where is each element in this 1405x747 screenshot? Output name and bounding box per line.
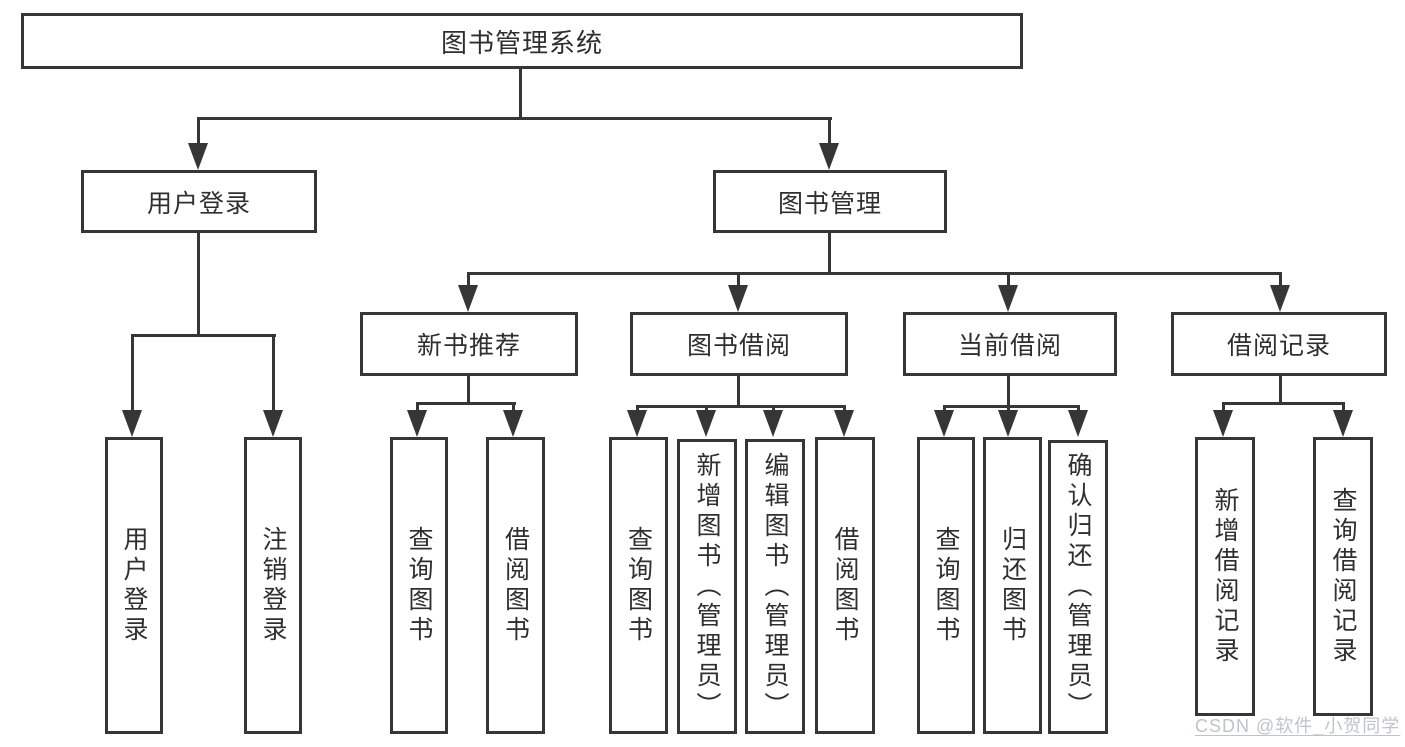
connector-borrow-record-stem <box>1279 272 1282 287</box>
node-new-book-recommend: 新书推荐 <box>360 312 578 376</box>
connector-bb-c4-stem <box>843 405 846 414</box>
leaf-query-books-current: 查询图书 <box>917 437 975 734</box>
leaf-user-login: 用户登录 <box>105 437 163 734</box>
leaf-edit-book-admin: 编辑图书（管理员） <box>745 439 805 734</box>
leaf-logout: 注销登录 <box>244 437 302 734</box>
connector-cb-c1-stem <box>943 405 946 414</box>
csdn-watermark: CSDN @软件_小贺同学 <box>1195 716 1401 736</box>
connector-new-rec-rail <box>416 402 516 405</box>
connector-nr-c2-stem <box>512 402 515 414</box>
connector-user-login-down <box>197 233 200 337</box>
arrow-down-bb-c4 <box>834 410 854 437</box>
connector-book-borrow-stem <box>737 272 740 287</box>
connector-new-rec-down <box>467 376 470 405</box>
connector-br-c1-stem <box>1222 402 1225 414</box>
connector-current-borrow-down <box>1007 376 1010 408</box>
arrow-down-bb-c1 <box>627 410 647 437</box>
arrow-down-nr-c2 <box>503 410 523 437</box>
node-borrow-records: 借阅记录 <box>1171 312 1387 376</box>
connector-bb-c1-stem <box>636 405 639 414</box>
connector-current-borrow-stem <box>1007 272 1010 287</box>
connector-user-login-rail <box>131 334 276 337</box>
connector-book-mgmt-stem <box>828 117 831 147</box>
arrow-down-current-borrow <box>998 285 1018 312</box>
connector-br-c2-stem <box>1342 402 1345 414</box>
arrow-down-cb-c1 <box>934 410 954 437</box>
connector-bb-c3-stem <box>772 405 775 414</box>
connector-borrow-record-down <box>1279 376 1282 405</box>
arrow-down-new-rec <box>458 285 478 312</box>
leaf-query-books-borrow: 查询图书 <box>609 437 668 734</box>
arrow-down-bb-c3 <box>763 410 783 437</box>
connector-root-stem <box>519 69 522 117</box>
connector-borrow-record-rail <box>1222 402 1345 405</box>
node-book-borrow: 图书借阅 <box>630 312 848 376</box>
connector-leaf-login-stem <box>131 334 134 412</box>
leaf-query-books-recommend: 查询图书 <box>390 437 448 734</box>
leaf-borrow-books: 借阅图书 <box>815 437 875 734</box>
connector-leaf-logout-stem <box>272 334 275 412</box>
arrow-down-leaf-login <box>122 410 142 437</box>
arrow-down-book-borrow <box>728 285 748 312</box>
arrow-down-cb-c3 <box>1068 410 1088 437</box>
connector-bb-c2-stem <box>705 405 708 414</box>
connector-level3-rail <box>467 272 1282 275</box>
connector-current-borrow-rail <box>943 405 1080 408</box>
node-user-login: 用户登录 <box>81 170 317 233</box>
arrow-down-bb-c2 <box>696 410 716 437</box>
connector-book-mgmt-down <box>828 233 831 275</box>
node-root: 图书管理系统 <box>21 13 1023 69</box>
leaf-borrow-books-recommend: 借阅图书 <box>486 437 545 734</box>
leaf-query-borrow-record: 查询借阅记录 <box>1313 437 1373 716</box>
leaf-add-book-admin: 新增图书（管理员） <box>677 439 737 734</box>
connector-level2-rail <box>197 117 832 120</box>
arrow-down-br-c1 <box>1213 410 1233 437</box>
connector-cb-c3-stem <box>1077 405 1080 414</box>
arrow-down-leaf-logout <box>263 410 283 437</box>
leaf-confirm-return-admin: 确认归还（管理员） <box>1048 440 1108 734</box>
connector-nr-c1-stem <box>416 402 419 414</box>
node-book-management: 图书管理 <box>713 170 947 233</box>
connector-book-borrow-rail <box>636 405 845 408</box>
arrow-down-user-login <box>188 143 208 170</box>
arrow-down-cb-c2 <box>998 410 1018 437</box>
connector-user-login-stem <box>197 117 200 147</box>
connector-cb-c2-stem <box>1007 405 1010 414</box>
arrow-down-nr-c1 <box>407 410 427 437</box>
node-current-borrow: 当前借阅 <box>903 312 1117 376</box>
connector-book-borrow-down <box>737 376 740 408</box>
arrow-down-br-c2 <box>1333 410 1353 437</box>
leaf-return-book: 归还图书 <box>983 437 1042 734</box>
arrow-down-book-mgmt <box>819 143 839 170</box>
connector-new-rec-stem <box>467 272 470 287</box>
leaf-add-borrow-record: 新增借阅记录 <box>1195 437 1255 716</box>
arrow-down-borrow-record <box>1270 285 1290 312</box>
